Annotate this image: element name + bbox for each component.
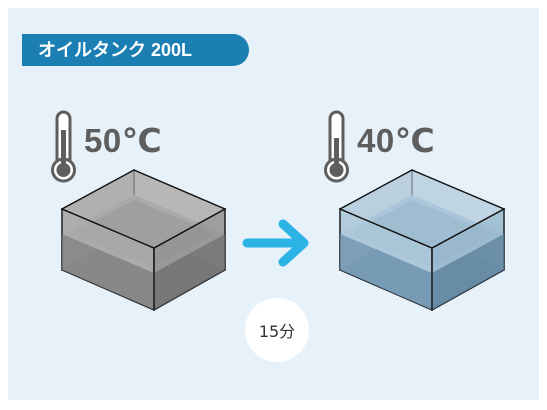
- temperature-after: 40℃: [357, 122, 436, 159]
- thermometer-icon: [51, 110, 76, 183]
- temperature-before: 50℃: [84, 122, 163, 159]
- arrow-right-icon: [242, 219, 309, 267]
- tank-label-badge: オイルタンク 200L: [22, 34, 249, 66]
- thermometer-icon: [324, 110, 349, 183]
- oil-tank-before: [60, 168, 227, 312]
- oil-tank-after: [338, 168, 506, 312]
- duration-badge: 15分: [245, 298, 309, 362]
- duration-label: 15分: [258, 322, 296, 341]
